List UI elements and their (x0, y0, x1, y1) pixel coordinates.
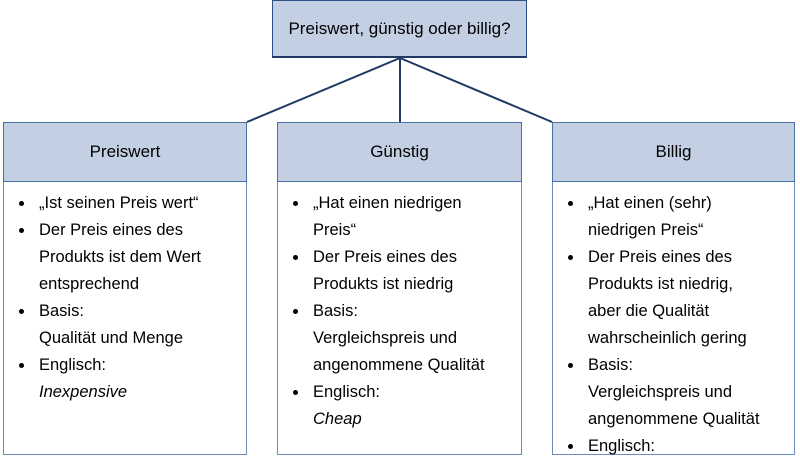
category-header-preiswert[interactable]: Preiswert (3, 122, 247, 182)
bullet-line: Vergleichspreis und (588, 383, 733, 401)
category-body-billig: „Hat einen (sehr) niedrigen Preis“ Der Pre… (552, 182, 795, 455)
bullet-line: Preis“ (313, 221, 357, 239)
root-node[interactable]: Preiswert, günstig oder billig? (272, 0, 527, 58)
bullet-item: „Ist seinen Preis wert“ (10, 190, 240, 217)
bullet-line: Produkts ist dem Wert (39, 248, 201, 266)
bullet-line: Basis: (588, 356, 633, 374)
bullet-list: „Hat einen (sehr) niedrigen Preis“ Der Pre… (559, 190, 788, 462)
bullet-item: „Hat einen (sehr) niedrigen Preis“ (559, 190, 788, 244)
category-body-preiswert: „Ist seinen Preis wert“ Der Preis eines d… (3, 182, 247, 455)
bullet-line: entsprechend (39, 275, 139, 293)
bullet-line: Vergleichspreis und (313, 329, 458, 347)
bullet-line: „Hat einen niedrigen (313, 194, 462, 212)
category-header-label: Preiswert (89, 142, 161, 161)
bullet-line: Basis: (313, 302, 358, 320)
bullet-line: Basis: (39, 302, 84, 320)
bullet-line: Qualität und Menge (39, 329, 184, 347)
bullet-line: Der Preis eines des (313, 248, 457, 266)
connector-line (399, 57, 553, 123)
bullet-list: „Ist seinen Preis wert“ Der Preis eines d… (10, 190, 240, 406)
bullet-line: Produkts ist niedrig (313, 275, 454, 293)
bullet-item: Basis: Vergleichspreis und angenommene Qua… (284, 298, 515, 379)
bullet-line-emphasis: Cheap (313, 410, 362, 428)
bullet-line: Englisch: (39, 356, 106, 374)
bullet-line: niedrigen Preis“ (588, 221, 704, 239)
bullet-line: Produkts ist niedrig, (588, 275, 733, 293)
bullet-line: Der Preis eines des (39, 221, 183, 239)
bullet-item: Basis: Vergleichspreis und angenommene Qua… (559, 352, 788, 433)
bullet-item: Englisch: Inexpensive (10, 352, 240, 406)
bullet-item: Basis: Qualität und Menge (10, 298, 240, 352)
category-header-label: Günstig (370, 142, 429, 161)
category-header-label: Billig (655, 142, 692, 161)
category-header-guenstig[interactable]: Günstig (277, 122, 522, 182)
category-header-billig[interactable]: Billig (552, 122, 795, 182)
category-column-preiswert: Preiswert „Ist seinen Preis wert“ Der Pre… (3, 122, 247, 455)
category-column-billig: Billig „Hat einen (sehr) niedrigen Preis“… (552, 122, 795, 455)
bullet-item: Englisch: Cheap (284, 379, 515, 433)
bullet-line: „Ist seinen Preis wert“ (39, 194, 199, 212)
root-node-label: Preiswert, günstig oder billig? (288, 18, 511, 38)
bullet-item: Englisch:Cheap (559, 433, 788, 462)
connector-line (246, 57, 401, 123)
bullet-line: „Hat einen (sehr) (588, 194, 712, 212)
bullet-line: aber die Qualität (588, 302, 710, 320)
bullet-line: angenommene Qualität (588, 410, 760, 428)
bullet-line: Der Preis eines des (588, 248, 732, 266)
bullet-line-emphasis: Inexpensive (39, 383, 128, 401)
bullet-line: wahrscheinlich gering (588, 329, 747, 347)
bullet-line: angenommene Qualität (313, 356, 485, 374)
bullet-line: Englisch: (588, 437, 655, 455)
bullet-line: Englisch: (313, 383, 380, 401)
